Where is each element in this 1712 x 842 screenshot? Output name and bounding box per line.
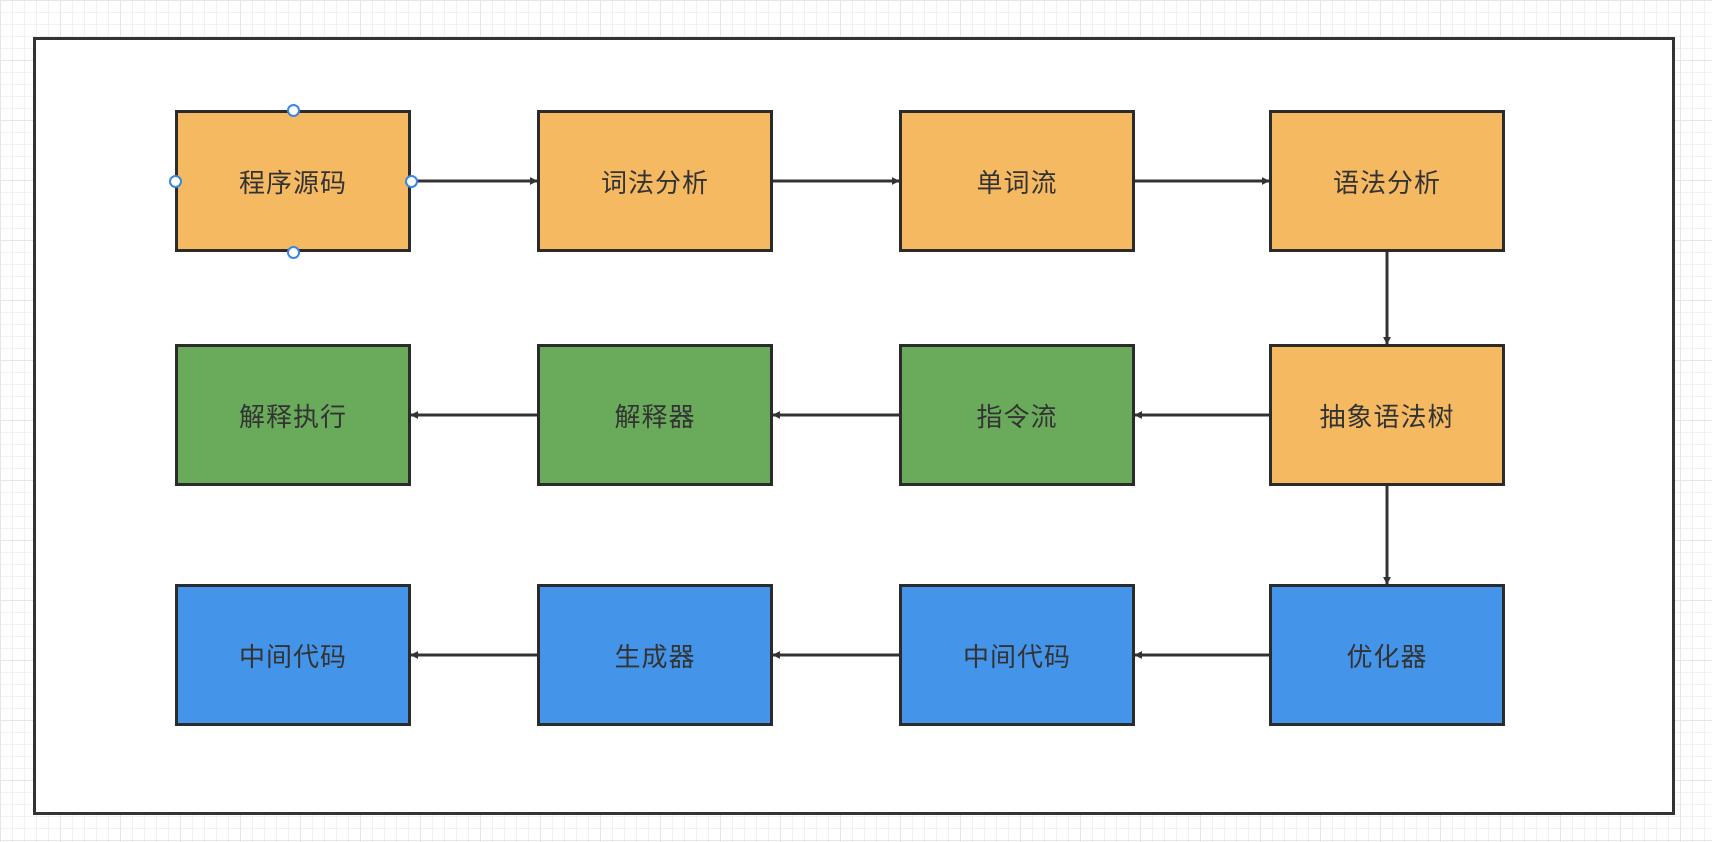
node-ast[interactable]: 抽象语法树 <box>1269 344 1505 486</box>
node-label: 解释器 <box>614 402 696 433</box>
node-interpret-execute[interactable]: 解释执行 <box>175 344 411 486</box>
node-label: 生成器 <box>614 642 696 673</box>
node-instruction-stream[interactable]: 指令流 <box>899 344 1135 486</box>
selection-handle-right[interactable] <box>404 174 418 188</box>
node-interpreter[interactable]: 解释器 <box>537 344 773 486</box>
node-intermediate-code-1[interactable]: 中间代码 <box>899 584 1135 726</box>
selection-handle-left[interactable] <box>168 174 182 188</box>
node-label: 中间代码 <box>238 642 347 673</box>
node-label: 解释执行 <box>238 402 347 433</box>
node-lexical-analysis[interactable]: 词法分析 <box>537 110 773 252</box>
node-label: 抽象语法树 <box>1319 402 1455 433</box>
node-intermediate-code-2[interactable]: 中间代码 <box>175 584 411 726</box>
node-label: 优化器 <box>1346 642 1428 673</box>
node-generator[interactable]: 生成器 <box>537 584 773 726</box>
node-label: 语法分析 <box>1332 168 1441 199</box>
node-label: 词法分析 <box>600 168 709 199</box>
node-source-code[interactable]: 程序源码 <box>175 110 411 252</box>
selection-handle-bottom[interactable] <box>286 245 300 259</box>
node-token-stream[interactable]: 单词流 <box>899 110 1135 252</box>
node-optimizer[interactable]: 优化器 <box>1269 584 1505 726</box>
node-syntax-analysis[interactable]: 语法分析 <box>1269 110 1505 252</box>
node-label: 单词流 <box>976 168 1058 199</box>
selection-handle-top[interactable] <box>286 103 300 117</box>
node-label: 程序源码 <box>238 168 347 199</box>
node-label: 中间代码 <box>962 642 1071 673</box>
node-label: 指令流 <box>976 402 1058 433</box>
